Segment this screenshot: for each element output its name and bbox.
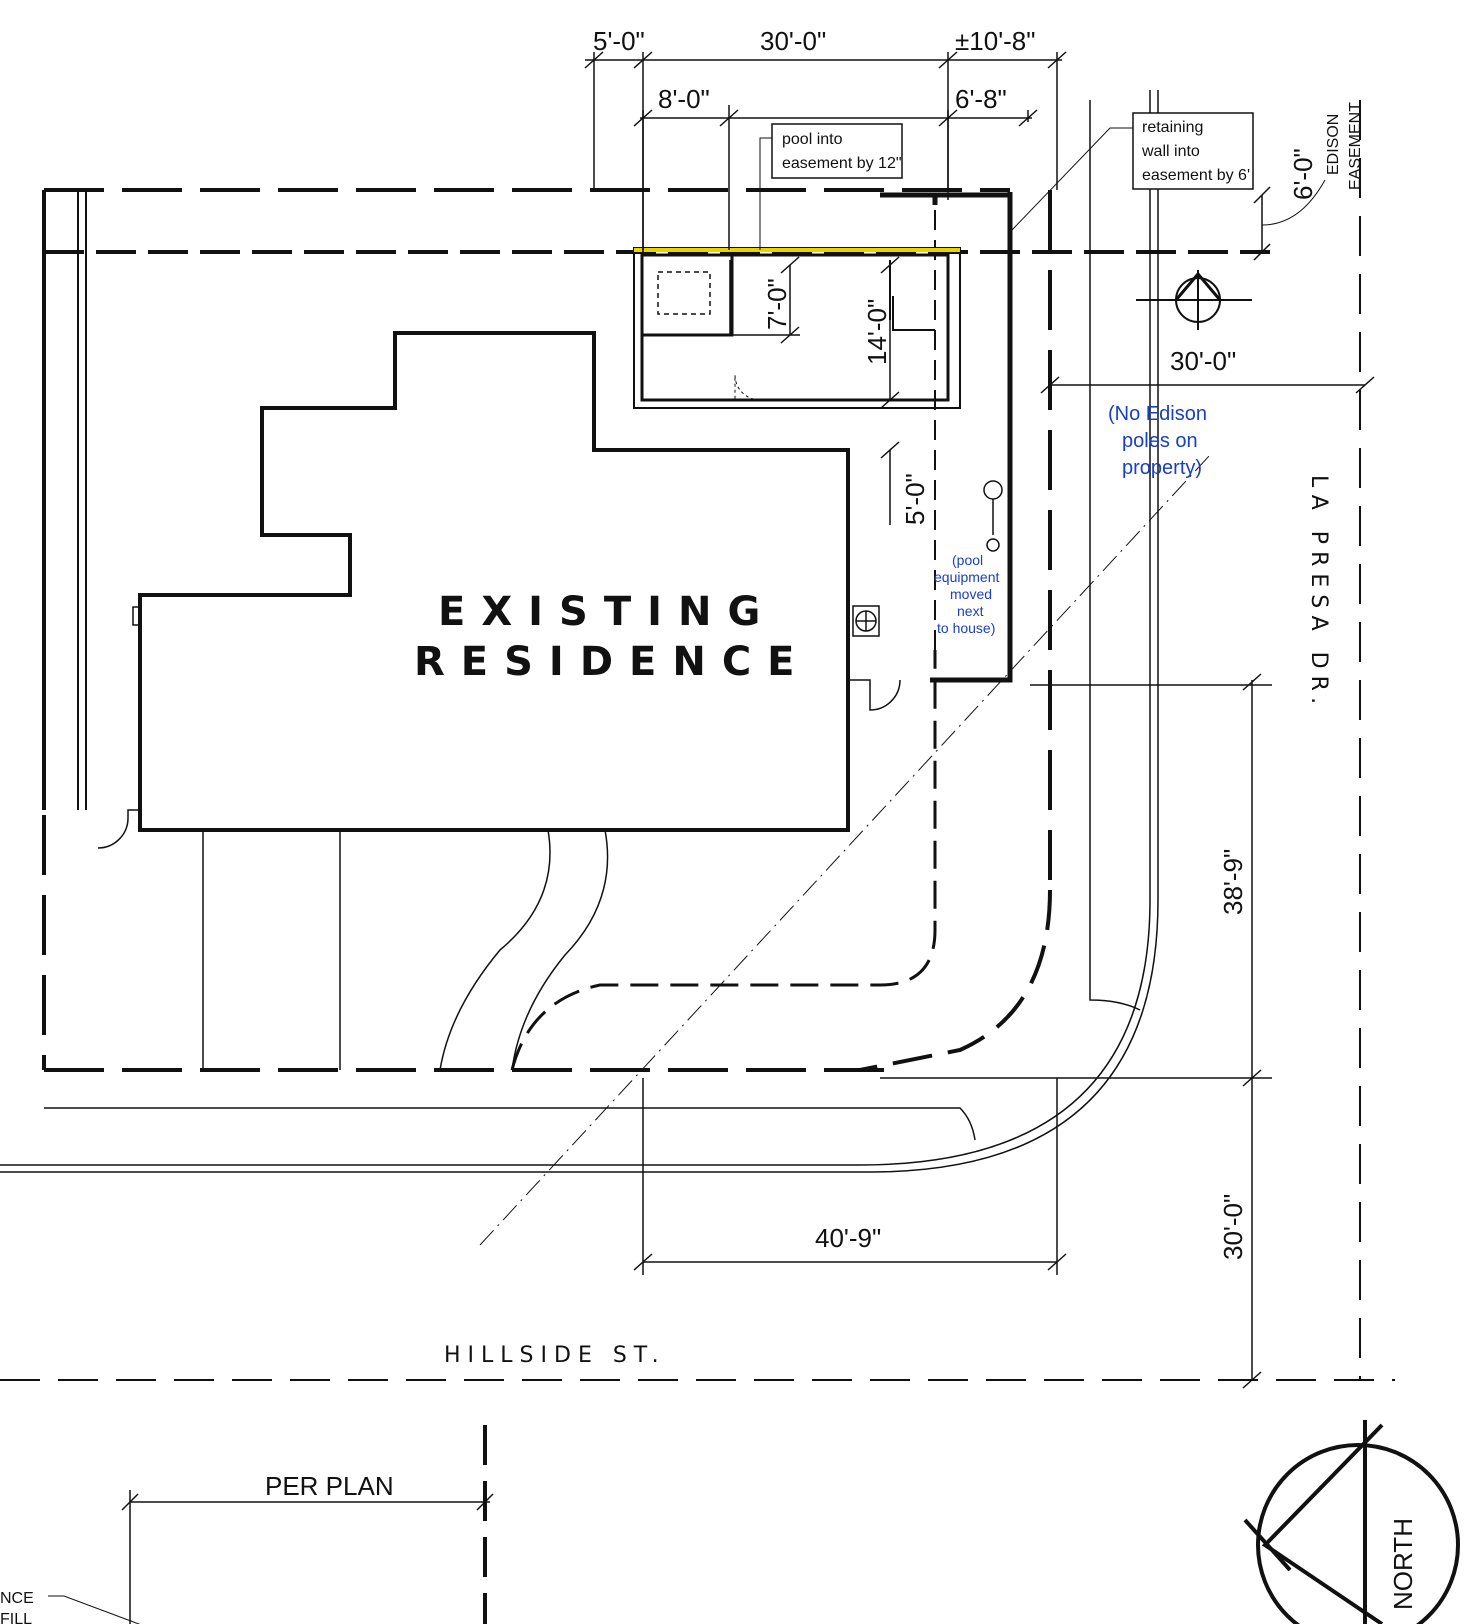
wall-note-line1: retaining	[1142, 119, 1203, 136]
sight-line	[479, 454, 1211, 1246]
dim-30-0-bottom: 30'-0"	[1218, 1194, 1248, 1260]
street-label-east: LA PRESA DR.	[1306, 475, 1331, 711]
equip-note-4: next	[957, 603, 984, 619]
detail-section	[48, 1425, 494, 1624]
per-plan-label: PER PLAN	[265, 1471, 394, 1501]
wall-note-line2: wall into	[1141, 143, 1200, 160]
dim-7-0: 7'-0"	[762, 278, 792, 330]
driveway	[202, 205, 937, 1071]
dim-10-8: ±10'-8"	[955, 26, 1036, 56]
dim-30-0-right: 30'-0"	[1170, 346, 1236, 376]
edison-note-line1: (No Edison	[1108, 403, 1207, 425]
street-label-south: HILLSIDE ST.	[444, 1343, 666, 1368]
pool-note-line1: pool into	[782, 131, 843, 148]
pool-equipment-note: (pool equipment moved next to house)	[934, 552, 999, 636]
pool-equipment	[97, 480, 1003, 849]
cut-label-2: FILL	[0, 1611, 32, 1624]
dim-38-9: 38'-9"	[1218, 849, 1248, 915]
dim-14-0: 14'-0"	[862, 299, 892, 365]
easement-label-1: EDISON	[1325, 114, 1342, 175]
edison-note: (No Edison poles on property)	[1108, 403, 1207, 479]
dim-5-0-side: 5'-0"	[900, 473, 930, 525]
dim-40-9: 40'-9"	[815, 1223, 881, 1253]
property-lines	[0, 90, 1395, 1381]
north-label: NORTH	[1388, 1518, 1418, 1610]
equip-note-3: moved	[950, 586, 992, 602]
edison-easement-label: EDISON EASEMENT	[1261, 102, 1364, 226]
dim-8-0: 8'-0"	[658, 84, 710, 114]
house-label-line2: RESIDENCE	[414, 639, 811, 685]
existing-residence: EXISTING RESIDENCE	[138, 331, 850, 832]
dimension-lines	[584, 51, 1375, 1389]
wall-note-line3: easement by 6'	[1142, 167, 1250, 184]
easement-label-2: EASEMENT	[1347, 102, 1364, 190]
north-arrow-icon	[1243, 1420, 1460, 1624]
equip-note-2: equipment	[934, 569, 999, 585]
utility-pole-icon	[1136, 270, 1252, 330]
house-label-line1: EXISTING	[438, 589, 776, 635]
dim-30-0-top: 30'-0"	[760, 26, 826, 56]
equip-note-1: (pool	[952, 552, 983, 568]
edison-note-line3: property)	[1122, 457, 1202, 479]
dim-6-8: 6'-8"	[955, 84, 1007, 114]
equip-note-5: to house)	[937, 620, 995, 636]
pool-easement-callout: pool into easement by 12"	[759, 123, 903, 250]
dim-6-0: 6'-0"	[1288, 148, 1318, 200]
wall-easement-callout: retaining wall into easement by 6'	[1011, 112, 1254, 231]
pool-note-line2: easement by 12"	[782, 155, 902, 172]
cut-label-1: NCE	[0, 1590, 34, 1607]
dim-5-0-top: 5'-0"	[593, 26, 645, 56]
edison-note-line2: poles on	[1122, 430, 1198, 452]
